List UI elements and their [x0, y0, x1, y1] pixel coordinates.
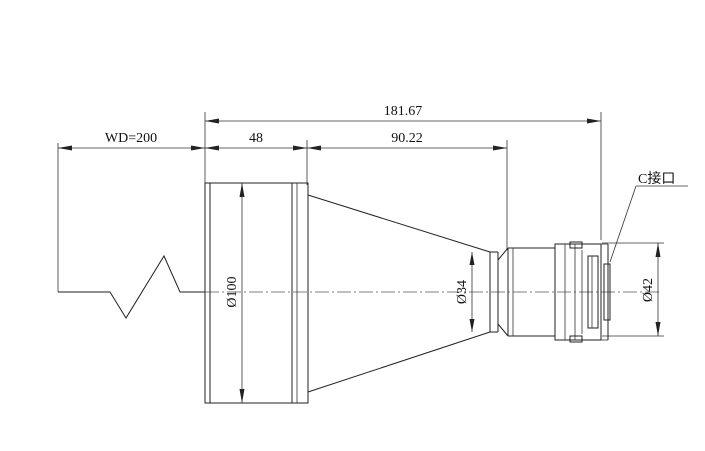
callout-c-mount: C接口 [609, 170, 688, 263]
rear-diameter-label: Ø34 [455, 280, 470, 304]
break-line [58, 254, 205, 319]
taper-length-label: 90.22 [391, 131, 423, 146]
extension-lines [57, 112, 664, 337]
working-distance-label: WD=200 [105, 131, 157, 146]
c-mount [554, 241, 611, 343]
front-barrel [204, 182, 309, 404]
dimension-overall-length: 181.67 [205, 104, 601, 124]
mount-diameter-label: Ø42 [641, 278, 656, 302]
dimension-working-distance: WD=200 [58, 131, 205, 151]
tapered-body [307, 194, 499, 393]
dimension-front-barrel-length: 48 [205, 131, 307, 151]
front-barrel-length-label: 48 [249, 131, 263, 146]
dimension-rear-diameter: Ø34 [455, 252, 475, 332]
front-diameter-label: Ø100 [225, 276, 240, 307]
dimension-taper-length: 90.22 [307, 131, 507, 151]
dimension-mount-diameter: Ø42 [641, 243, 661, 336]
overall-length-label: 181.67 [384, 104, 423, 119]
c-mount-label: C接口 [638, 170, 675, 187]
dimension-front-diameter: Ø100 [225, 183, 245, 403]
